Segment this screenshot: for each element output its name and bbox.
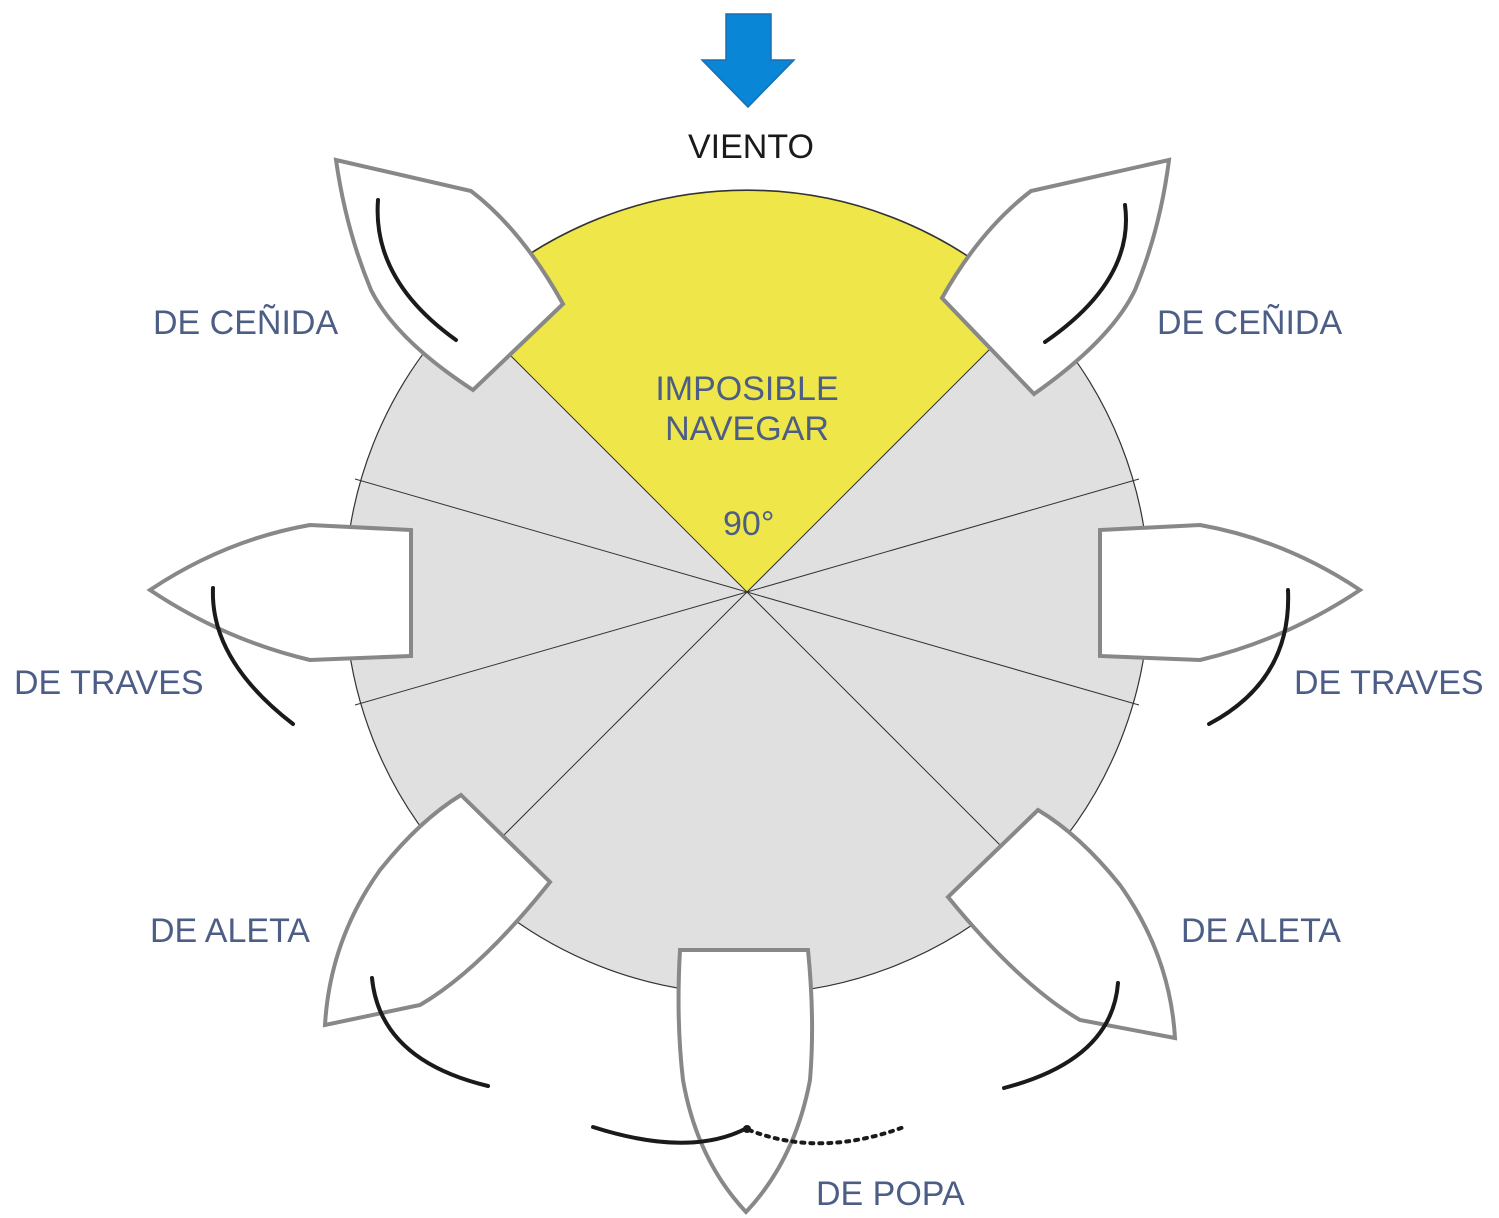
no-go-angle-label: 90° [723,507,774,541]
no-go-zone-line1: IMPOSIBLE [647,369,847,409]
wind-label: VIENTO [688,130,814,164]
label-close-hauled-left: DE CEÑIDA [153,306,338,340]
wind-arrow-icon [702,14,794,107]
no-go-zone-label: IMPOSIBLE NAVEGAR [647,369,847,449]
no-go-zone-line2: NAVEGAR [647,409,847,449]
label-running: DE POPA [816,1177,965,1211]
label-beam-reach-left: DE TRAVES [14,666,204,700]
boat-running [593,950,904,1212]
label-close-hauled-right: DE CEÑIDA [1157,306,1342,340]
label-broad-reach-right: DE ALETA [1181,914,1341,948]
label-broad-reach-left: DE ALETA [150,914,310,948]
label-beam-reach-right: DE TRAVES [1294,666,1484,700]
